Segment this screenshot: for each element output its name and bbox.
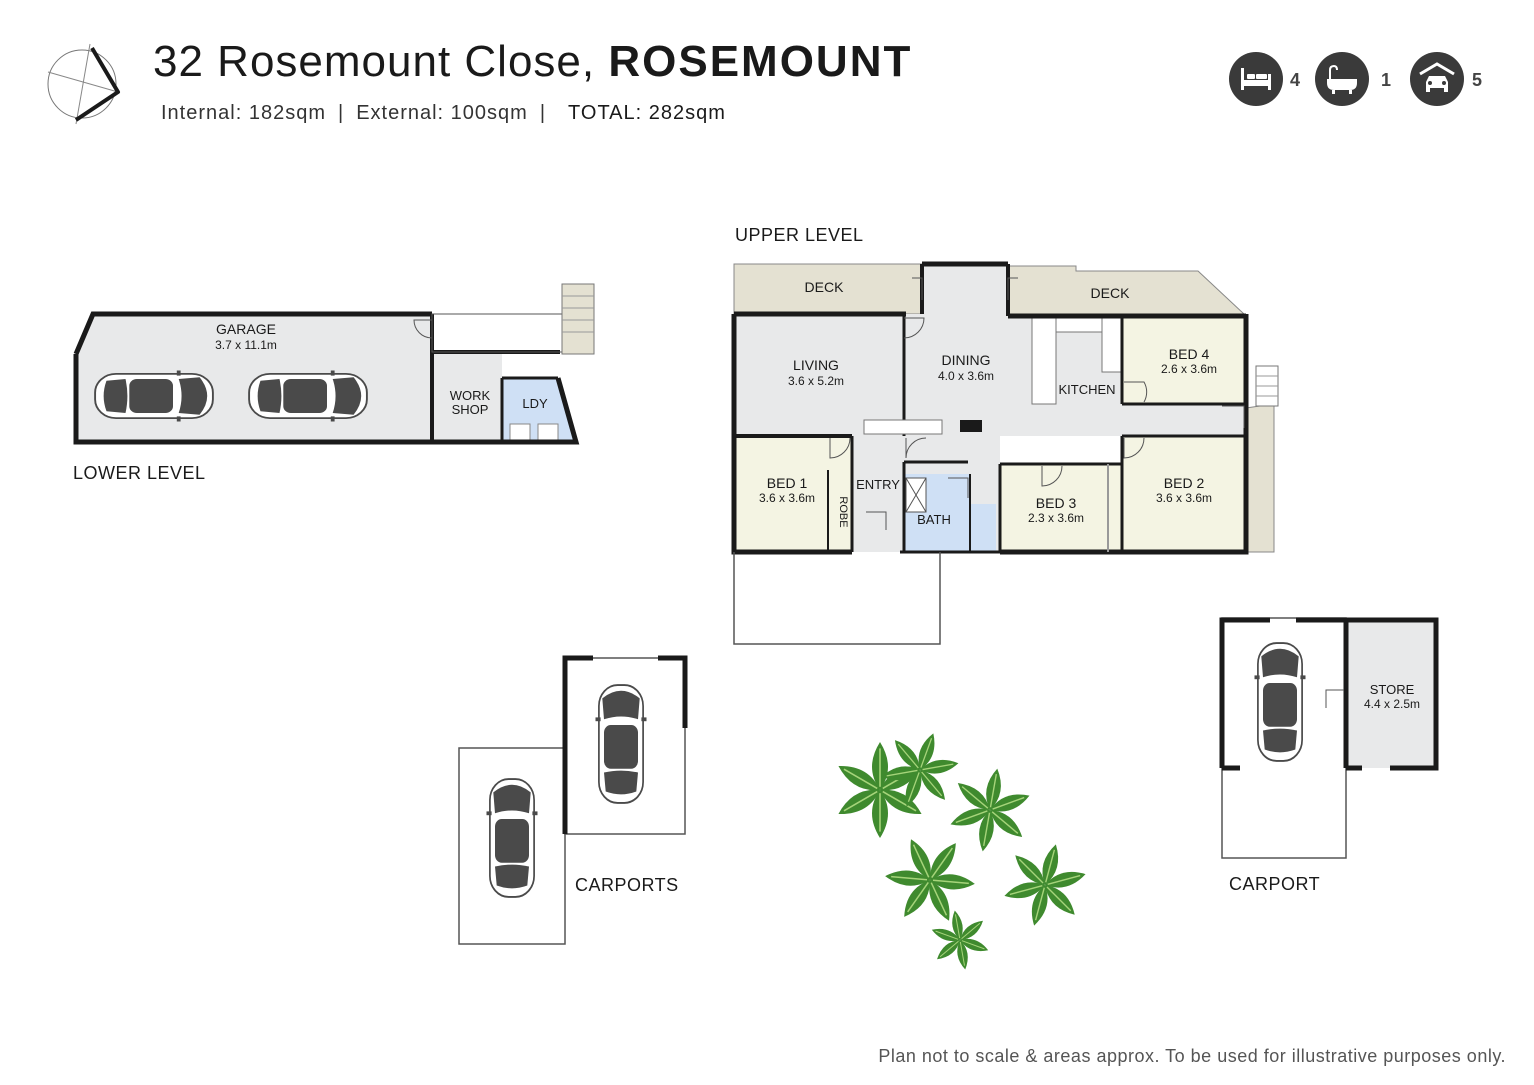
living-label: LIVING xyxy=(793,357,839,373)
address-suburb: ROSEMOUNT xyxy=(608,37,913,86)
bed1-label: BED 1 xyxy=(767,475,808,491)
deck-label: DECK xyxy=(1091,285,1131,301)
car-icon xyxy=(94,369,214,423)
car-icon xyxy=(594,684,648,804)
carports-label: CARPORTS xyxy=(575,875,679,895)
upper-level-label: UPPER LEVEL xyxy=(735,225,864,245)
bed3-size: 2.3 x 3.6m xyxy=(1028,511,1084,525)
lower-level xyxy=(73,283,595,445)
store-label: STORE xyxy=(1370,682,1415,697)
beds-count: 4 xyxy=(1290,70,1301,90)
cars-count: 5 xyxy=(1472,70,1483,90)
garage-label: GARAGE xyxy=(216,321,276,337)
bed4-label: BED 4 xyxy=(1169,346,1210,362)
carport-label: CARPORT xyxy=(1229,874,1320,894)
address-street: 32 Rosemount Close, xyxy=(153,37,596,86)
carports xyxy=(458,655,688,945)
internal-area: Internal: 182sqm xyxy=(161,102,326,124)
robe-label: ROBE xyxy=(837,496,849,527)
bed1-size: 3.6 x 3.6m xyxy=(759,491,815,505)
bed4-size: 2.6 x 3.6m xyxy=(1161,362,1217,376)
bath-icon xyxy=(1315,52,1369,106)
bed-icon xyxy=(1229,52,1283,106)
bed2-label: BED 2 xyxy=(1164,475,1205,491)
car-icon xyxy=(248,369,368,423)
tree-illustration xyxy=(834,721,1094,981)
deck-label: DECK xyxy=(805,279,845,295)
laundry-label: LDY xyxy=(522,396,548,411)
separator: | xyxy=(539,102,547,124)
garage-size: 3.7 x 11.1m xyxy=(215,338,277,352)
entry-label: ENTRY xyxy=(856,477,900,492)
workshop-label: SHOP xyxy=(452,402,489,417)
total-area: TOTAL: 282sqm xyxy=(568,102,726,124)
baths-count: 1 xyxy=(1381,70,1392,90)
separator: | xyxy=(337,102,345,124)
car-icon xyxy=(485,778,539,898)
compass-icon xyxy=(47,43,120,125)
dining-size: 4.0 x 3.6m xyxy=(938,369,994,383)
car-icon xyxy=(1253,642,1307,762)
dining-label: DINING xyxy=(942,352,991,368)
lower-level-label: LOWER LEVEL xyxy=(73,463,206,483)
bath-label: BATH xyxy=(917,512,951,527)
disclaimer: Plan not to scale & areas approx. To be … xyxy=(878,1046,1506,1066)
car-icon xyxy=(1410,52,1464,106)
living-size: 3.6 x 5.2m xyxy=(788,374,844,388)
area-summary: Internal: 182sqm | External: 100sqm | TOTAL:… xyxy=(161,102,726,125)
workshop-label: WORK xyxy=(450,388,491,403)
store-size: 4.4 x 2.5m xyxy=(1364,697,1420,711)
upper-level xyxy=(731,261,1279,645)
external-area: External: 100sqm xyxy=(356,102,528,124)
page-title: 32 Rosemount Close, ROSEMOUNT xyxy=(153,40,912,84)
bed2-size: 3.6 x 3.6m xyxy=(1156,491,1212,505)
carport-store xyxy=(1219,617,1439,859)
bed3-label: BED 3 xyxy=(1036,495,1077,511)
kitchen-label: KITCHEN xyxy=(1058,382,1115,397)
